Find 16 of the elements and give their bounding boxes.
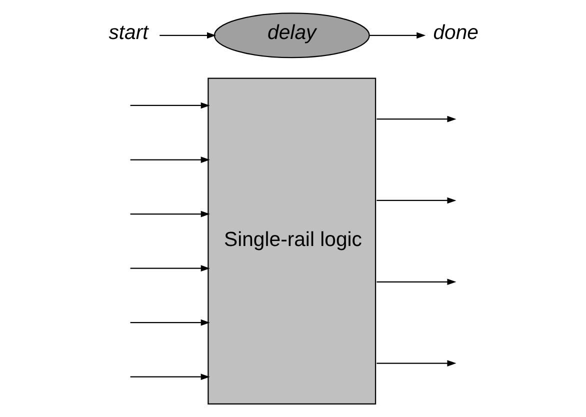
arrow: [130, 319, 210, 326]
arrow: [130, 265, 210, 272]
node-text: done: [433, 22, 478, 44]
arrow: [376, 360, 456, 366]
arrow: [130, 102, 210, 109]
arrow: [160, 32, 216, 39]
arrow: [130, 374, 210, 380]
node-ellipse: delay: [214, 12, 370, 58]
arrow: [376, 197, 456, 204]
arrow: [130, 156, 210, 163]
node-text: start: [108, 22, 148, 44]
arrow: [376, 278, 456, 286]
arrow: [376, 116, 456, 122]
node-box: Single-rail logic: [208, 78, 376, 405]
arrow: [370, 32, 426, 39]
arrow: [130, 210, 210, 218]
